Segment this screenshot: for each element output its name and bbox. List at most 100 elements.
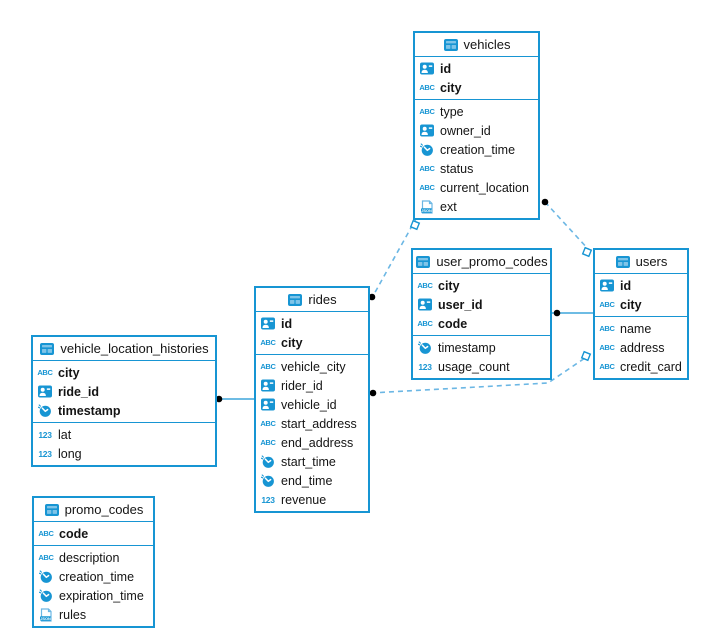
column-row-city: ABC city [33, 363, 215, 382]
table-header-users[interactable]: users [595, 250, 687, 274]
123-number-icon: 123 [38, 448, 52, 459]
id-card-icon [419, 62, 435, 75]
column-name: ext [440, 199, 457, 214]
json-document-icon: JSON [38, 607, 54, 622]
table-grid-icon [39, 342, 55, 355]
column-name: credit_card [620, 359, 682, 374]
abc-text-icon: ABC [419, 164, 435, 173]
primary-key-section: ABC city ride_id timestamp [33, 361, 215, 423]
column-row-timestamp: timestamp [33, 401, 215, 420]
column-row-owner_id: owner_id [415, 121, 538, 140]
column-row-expiration_time: expiration_time [34, 586, 153, 605]
column-name: end_address [281, 435, 354, 450]
column-row-ride_id: ride_id [33, 382, 215, 401]
clock-icon [38, 588, 54, 603]
abc-text-icon: ABC [417, 319, 433, 328]
id-card-icon [260, 379, 276, 392]
column-row-vehicle_id: vehicle_id [256, 395, 368, 414]
table-grid-icon [415, 255, 431, 268]
column-row-address: ABC address [595, 338, 687, 357]
table-title: user_promo_codes [436, 254, 548, 269]
column-row-user_id: user_id [413, 295, 550, 314]
id-card-icon [260, 398, 276, 411]
column-row-current_location: ABC current_location [415, 178, 538, 197]
123-number-icon: 123 [261, 494, 275, 505]
column-row-creation_time: creation_time [415, 140, 538, 159]
table-header-vehicles[interactable]: vehicles [415, 33, 538, 57]
svg-text:JSON: JSON [421, 207, 432, 212]
column-row-ext: JSON ext [415, 197, 538, 216]
relation-vehicle_location_histories-rides [215, 395, 255, 403]
column-row-city: ABC city [413, 276, 550, 295]
abc-text-icon: ABC [417, 281, 433, 290]
column-name: timestamp [438, 340, 496, 355]
relation-square-marker [580, 350, 592, 362]
column-row-timestamp: timestamp [413, 338, 550, 357]
abc-text-icon: ABC [37, 368, 53, 377]
column-name: city [620, 297, 642, 312]
column-row-creation_time: creation_time [34, 567, 153, 586]
clock-icon [417, 340, 433, 355]
column-name: user_id [438, 297, 483, 312]
column-name: address [620, 340, 665, 355]
relation-line [544, 201, 590, 251]
column-row-rider_id: rider_id [256, 376, 368, 395]
column-name: rules [59, 607, 87, 622]
column-name: id [281, 316, 293, 331]
column-name: id [620, 278, 632, 293]
table-title: promo_codes [64, 502, 144, 517]
column-row-id: id [595, 276, 687, 295]
abc-text-icon: ABC [419, 183, 435, 192]
column-name: current_location [440, 180, 529, 195]
column-name: timestamp [58, 403, 121, 418]
clock-icon [38, 569, 54, 584]
relation-square-marker [581, 246, 593, 258]
column-name: vehicle_id [281, 397, 337, 412]
column-name: owner_id [440, 123, 491, 138]
abc-text-icon: ABC [599, 343, 615, 352]
123-number-icon: 123 [38, 429, 52, 440]
relation-user_promo_codes-users [552, 309, 594, 317]
table-header-promo_codes[interactable]: promo_codes [34, 498, 153, 522]
abc-text-icon: ABC [599, 362, 615, 371]
table-header-rides[interactable]: rides [256, 288, 368, 312]
column-name: city [58, 365, 80, 380]
abc-text-icon: ABC [260, 419, 276, 428]
abc-text-icon: ABC [38, 553, 54, 562]
table-header-user_promo_codes[interactable]: user_promo_codes [413, 250, 550, 274]
column-name: code [59, 526, 89, 541]
column-name: city [440, 80, 462, 95]
column-row-start_time: start_time [256, 452, 368, 471]
table-title: vehicles [463, 37, 511, 52]
column-row-lat: 123 lat [33, 425, 215, 444]
column-name: lat [58, 427, 72, 442]
column-row-end_time: end_time [256, 471, 368, 490]
column-name: city [438, 278, 460, 293]
svg-text:JSON: JSON [40, 615, 51, 620]
json-document-icon: JSON [419, 199, 435, 214]
table-grid-icon [44, 503, 60, 516]
table-header-vehicle_location_histories[interactable]: vehicle_location_histories [33, 337, 215, 361]
clock-icon [260, 473, 276, 488]
column-name: vehicle_city [281, 359, 346, 374]
